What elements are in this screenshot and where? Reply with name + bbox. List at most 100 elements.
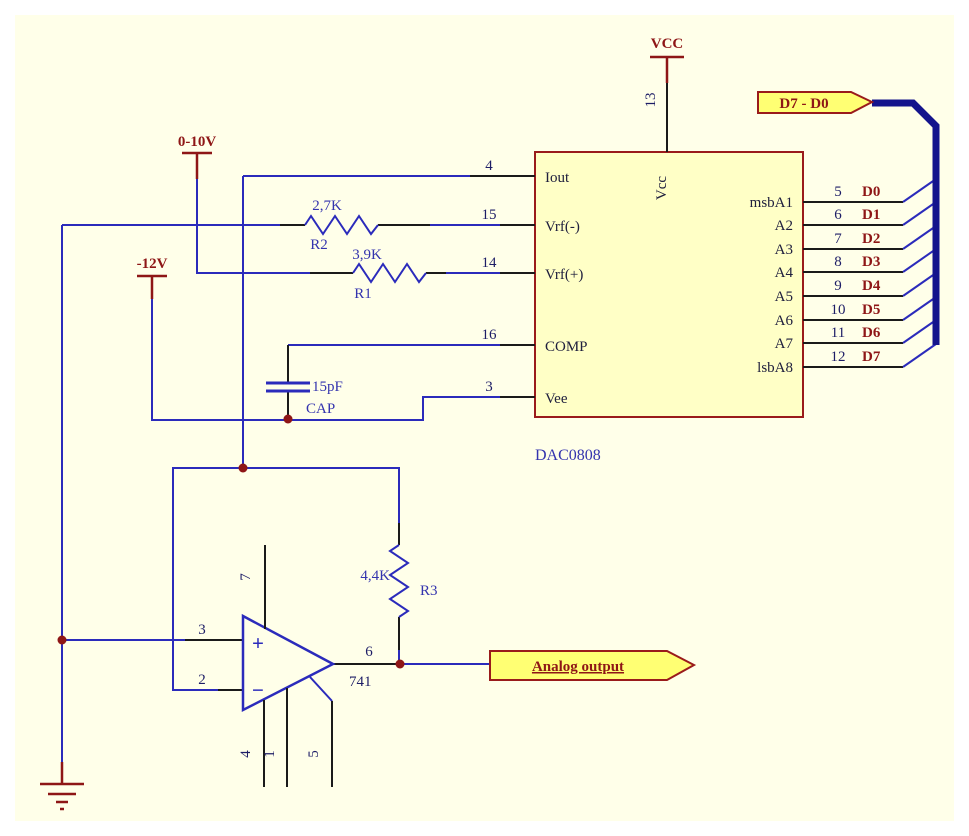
resistor-value: 3,9K [352,247,382,263]
data-bus-line [872,99,940,345]
ground-symbol[interactable] [40,762,84,811]
opamp-pin-number: 6 [365,644,373,660]
dac-pin-number: 14 [482,255,498,271]
dac-vcc-pin-name: Vcc [654,176,670,200]
pin-name: A2 [775,218,793,234]
opamp-pin-number: 3 [198,622,206,638]
vcc-label: VCC [651,36,684,52]
pin-number: 7 [834,231,842,247]
bus-bit-label: D7 [862,349,881,365]
pin-number: 5 [834,184,842,200]
dac-right-pin-d4: 9 D4 A5 [775,272,937,305]
bus-entry-wire [902,225,937,250]
resistor-zigzag-icon [304,214,379,236]
pin-number: 10 [831,302,846,318]
dac-right-pin-d6: 11 D6 A7 [775,319,937,352]
bus-bit-label: D2 [862,231,880,247]
junction-dot [283,414,293,424]
resistor-r3[interactable]: 4,4K R3 [360,544,438,618]
dac-pin-number: 3 [485,379,493,395]
bus-connector-shape[interactable] [757,91,875,114]
capacitor-ref: CAP [306,401,335,417]
resistor-ref: R1 [354,286,372,302]
bus-bit-label: D4 [862,278,881,294]
dac-pin-name: Iout [545,170,570,186]
opamp-pin-number: 7 [238,573,254,581]
junction-dot [238,463,248,473]
bus-bit-label: D5 [862,302,880,318]
junction-dot [395,659,405,669]
dac-right-pin-d2: 7 D2 A3 [775,225,937,258]
pin-number: 8 [834,254,842,270]
opamp-pin-number: 2 [198,672,206,688]
neg12v-symbol[interactable]: -12V [137,256,168,299]
neg12v-label: -12V [137,256,168,272]
vcc-pin-number: 13 [643,93,659,108]
bus-bit-label: D3 [862,254,880,270]
opamp-triangle-icon [241,613,336,713]
opamp-pin-number: 1 [262,750,278,758]
pin-number: 12 [831,349,846,365]
ref-0-10v-symbol[interactable]: 0-10V [178,134,216,179]
analog-connector-shape[interactable] [489,650,697,681]
ref-label: 0-10V [178,134,216,150]
pin-name: lsbA8 [757,360,793,376]
analog-output-label: Analog output [532,659,624,675]
dac-right-pin-d5: 10 D5 A6 [775,296,937,329]
dac-part-label: DAC0808 [535,447,601,464]
wire-feedback-loop [172,467,400,691]
bus-entry-wire [902,201,937,226]
bus-entry-wire [902,248,937,273]
pin-name: A3 [775,242,793,258]
pin-number: 6 [834,207,842,223]
sheet-background [15,15,954,821]
dac-pin-number: 15 [482,207,497,223]
dac-body[interactable] [534,151,804,418]
resistor-r2[interactable]: 2,7K R2 [304,198,379,253]
capacitor-cap[interactable]: 15pF CAP [266,379,343,417]
dac-right-pin-d0: 5 D0 msbA1 [750,178,937,211]
dac-pin-name: Vee [545,391,568,407]
bus-bit-label: D0 [862,184,880,200]
pin-name: A6 [775,313,794,329]
dac-pin-name: COMP [545,339,588,355]
pin-name: A4 [775,265,794,281]
inverting-minus-sign: − [252,678,264,702]
resistor-zigzag-icon [388,544,410,618]
opamp-741[interactable]: + − 3 2 6 741 7 4 1 5 [198,545,373,787]
opamp-part-label: 741 [349,674,372,690]
bus-bit-label: D6 [862,325,881,341]
resistor-value: 2,7K [312,198,342,214]
bus-entry-wire [902,272,937,297]
data-bus-connector[interactable]: D7 - D0 [757,91,940,345]
vcc-power-symbol[interactable]: VCC 13 [643,36,684,152]
dac-pin-number: 16 [482,327,498,343]
bus-entry-wire [902,178,937,203]
dac-pin-name: Vrf(+) [545,267,583,283]
resistor-zigzag-icon [352,262,427,284]
bus-bit-label: D1 [862,207,880,223]
analog-output-connector[interactable]: Analog output [489,650,697,681]
dac-pin-name: Vrf(-) [545,219,580,235]
pin-name: A5 [775,289,793,305]
wire-0-10v-to-r1 [196,179,310,274]
dac-right-pin-d1: 6 D1 A2 [775,201,937,234]
opamp-pin5-diagonal [309,676,333,702]
resistor-ref: R2 [310,237,328,253]
resistor-value: 4,4K [360,568,390,584]
wire-neg12-to-vee [151,299,500,421]
bus-connector-label: D7 - D0 [779,96,828,112]
resistor-r1[interactable]: 3,9K R1 [352,247,427,302]
opamp-pin-number: 5 [306,750,322,758]
pin-name: A7 [775,336,794,352]
bus-entry-wire [902,319,937,344]
noninverting-plus-sign: + [252,631,264,655]
capacitor-value: 15pF [312,379,343,395]
junction-dots [57,414,405,669]
pin-number: 11 [831,325,845,341]
pin-name: msbA1 [750,195,793,211]
dac0808-chip[interactable]: Vcc DAC0808 4 15 14 16 3 Iout Vrf(-) Vrf… [482,151,937,464]
dac-right-pin-d7: 12 D7 lsbA8 [757,343,937,376]
